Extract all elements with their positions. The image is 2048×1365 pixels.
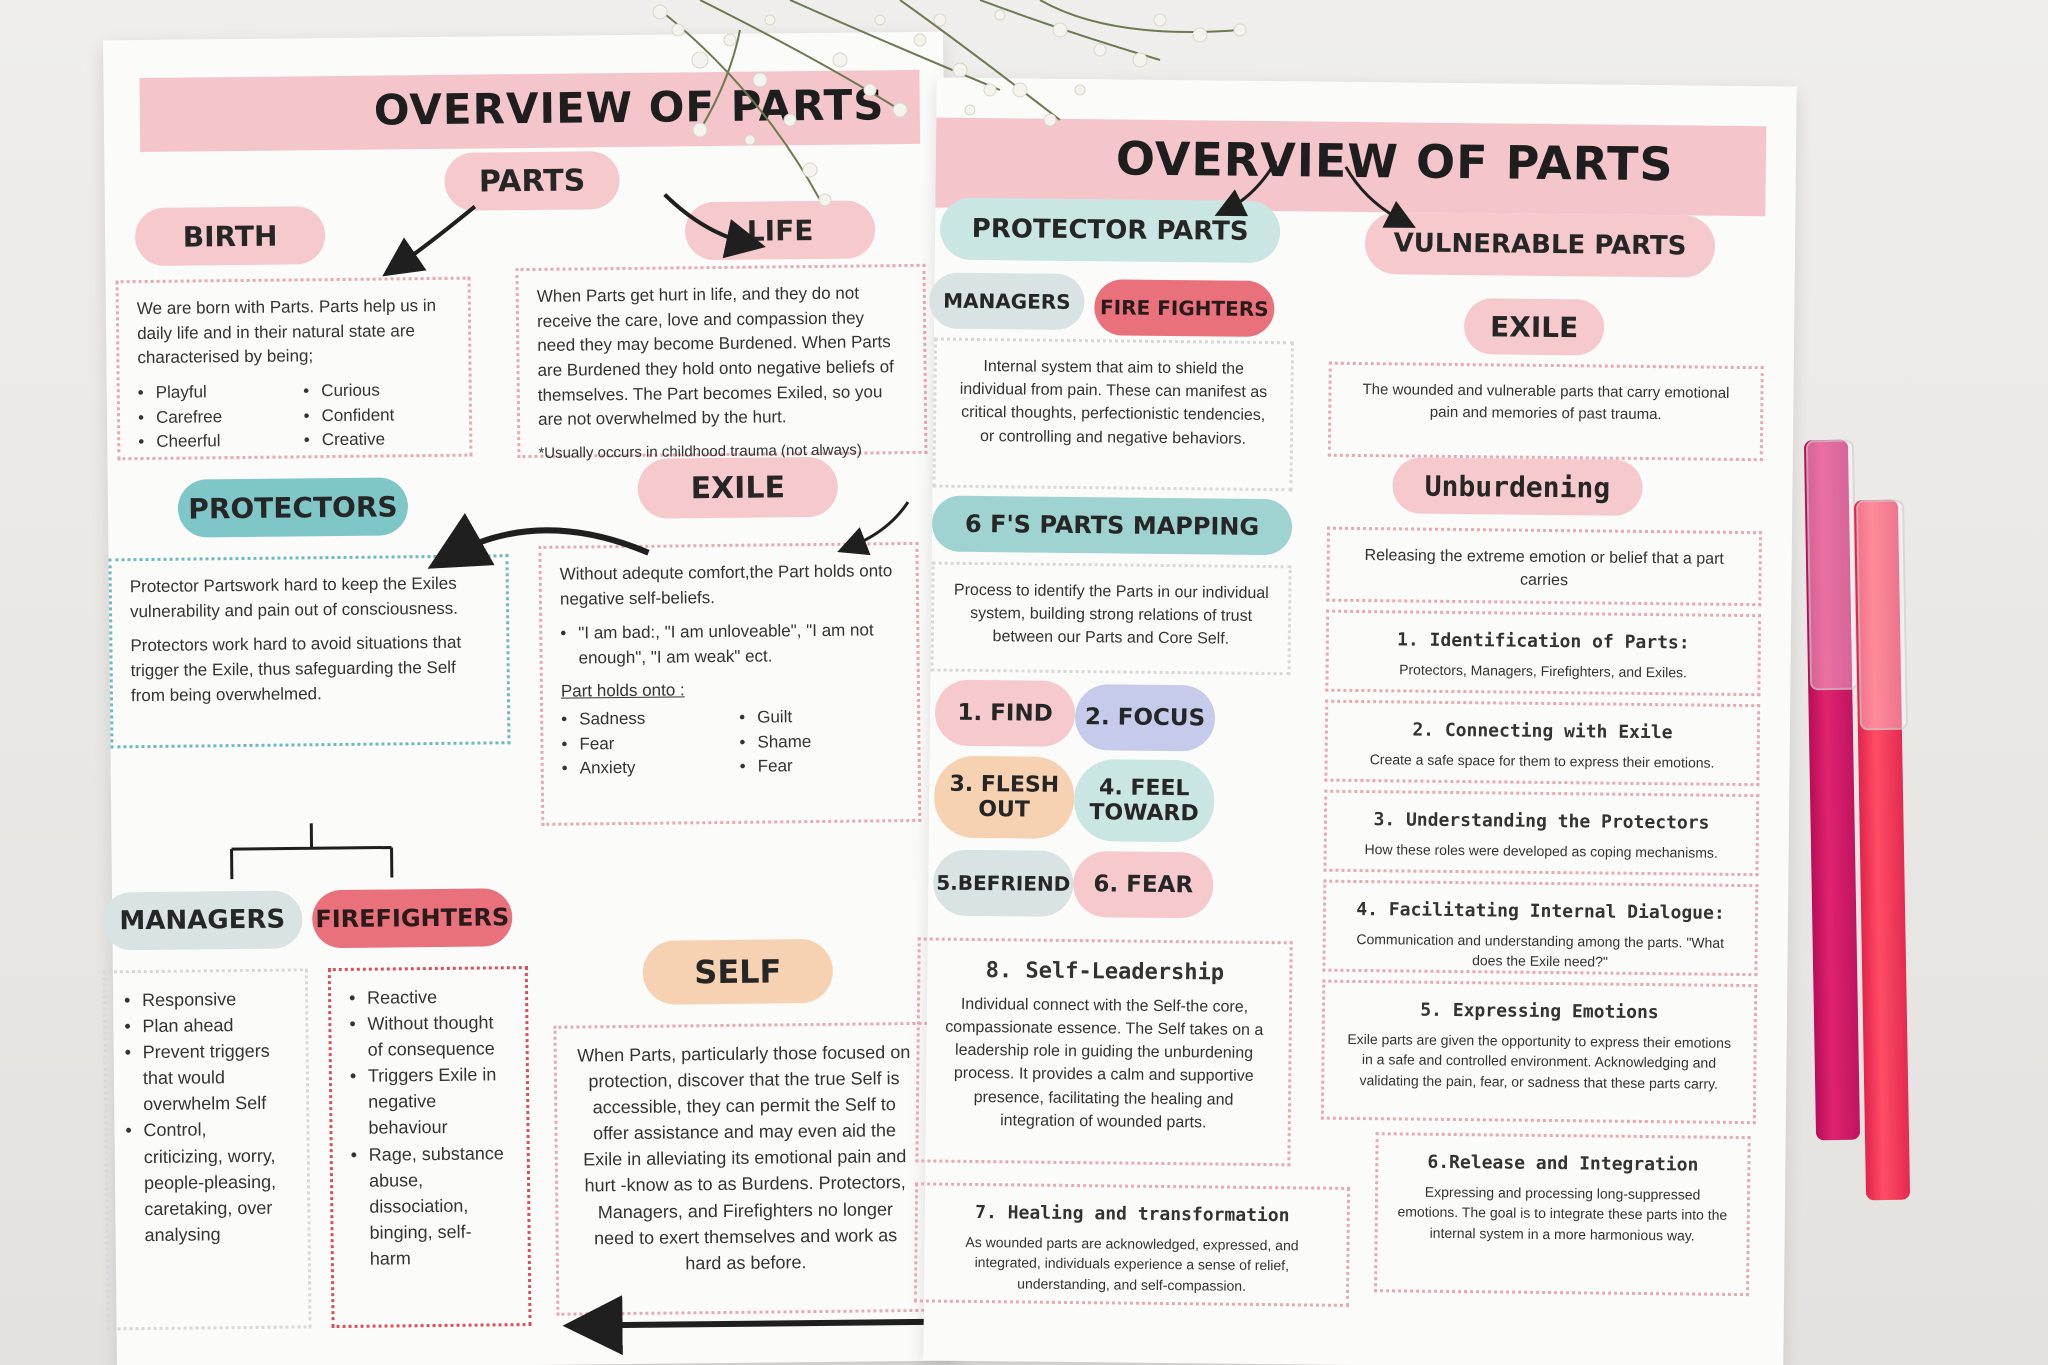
babys-breath-flowers: [652, 0, 1247, 207]
arrow-to-protectors: [427, 512, 650, 569]
arrow-to-vulnerable-parts: [1344, 166, 1416, 228]
coral-pen-cap: [1855, 499, 1909, 731]
arrow-to-protector-parts: [1214, 160, 1278, 217]
arrow-to-birth: [382, 205, 477, 277]
branch-connector: [230, 823, 394, 880]
magenta-pen-cap: [1805, 439, 1859, 691]
arrow-to-self: [562, 1295, 927, 1356]
arrow-to-exile: [837, 501, 910, 556]
arrow-to-life: [663, 193, 766, 259]
left-flow-arrows: [230, 193, 927, 1356]
right-flow-arrows: [1214, 160, 1416, 228]
right-worksheet: OVERVIEW OF PARTS PROTECTOR PARTS VULNER…: [913, 77, 1797, 1365]
left-worksheet: OVERVIEW OF PARTS PARTS BIRTH LIFE We ar…: [101, 31, 957, 1365]
